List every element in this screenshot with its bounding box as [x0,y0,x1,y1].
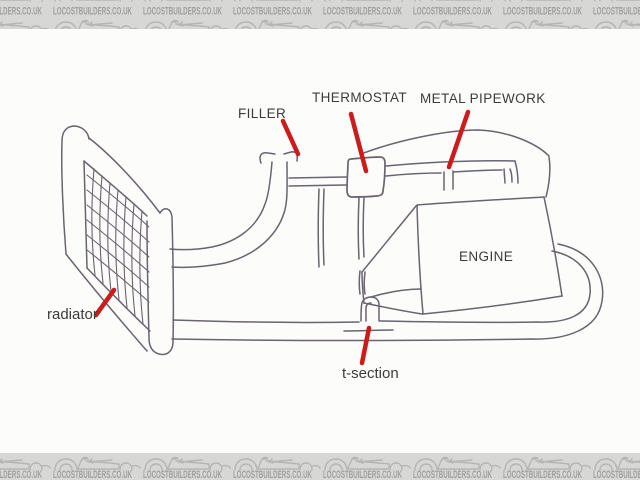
filler-label: FILLER [238,106,287,121]
watermark-text: LOCOSTBUILDERS.CO.UK [0,469,42,480]
watermark-text: LOCOSTBUILDERS.CO.UK [323,6,402,18]
metal-pipework-sketch [385,160,519,191]
t-section-sketch [360,288,422,322]
engine-label: ENGINE [459,249,514,264]
watermark-text: LOCOSTBUILDERS.CO.UK [593,469,640,480]
radiator-grid-line [139,210,144,325]
radiator-grid-line [86,189,150,243]
t-section-pointer-line [359,325,372,366]
radiator-grid-line [115,189,120,301]
watermark-text: LOCOSTBUILDERS.CO.UK [53,6,132,18]
radiator-grid-line [123,196,128,309]
radiator-label: radiator [47,306,98,323]
watermark-text: LOCOSTBUILDERS.CO.UK [53,469,132,480]
radiator-grid-line [86,219,150,273]
top-hose-sketch [169,161,288,269]
watermark-text: LOCOSTBUILDERS.CO.UK [233,6,312,18]
metal-pipework-pointer-line [446,109,471,170]
radiator-sketch [60,125,175,356]
engine-back-hoses-sketch [317,188,365,268]
radiator-core-grid [86,168,150,325]
watermark-band-top: LOCOSTBUILDERS.CO.UK LOCOSTBUILDERS.CO.UK… [0,0,640,29]
watermark-text: LOCOSTBUILDERS.CO.UK [233,469,312,480]
thermostat-pointer-line [348,111,369,174]
thermostat-label: THERMOSTAT [312,90,407,105]
watermark-text: LOCOSTBUILDERS.CO.UK [0,6,42,18]
watermark-text: LOCOSTBUILDERS.CO.UK [143,469,222,480]
thermostat-box [346,156,386,198]
engine-sketch [358,129,563,315]
filler-pointer-line [280,118,301,157]
watermark-text: LOCOSTBUILDERS.CO.UK [593,6,640,18]
radiator-grid-line [99,175,104,284]
watermark-text: LOCOSTBUILDERS.CO.UK [413,469,492,480]
metal-pipework-label: METAL PIPEWORK [420,91,546,106]
radiator-grid-line [86,234,150,288]
radiator-grid-line [131,203,136,317]
watermark-text: LOCOSTBUILDERS.CO.UK [143,6,222,18]
filler-neck-sketch [259,151,347,187]
radiator-pointer-line [93,287,117,318]
watermark-text: LOCOSTBUILDERS.CO.UK [503,469,582,480]
t-section-label: t-section [342,365,399,382]
watermark-text: LOCOSTBUILDERS.CO.UK [503,6,582,18]
radiator-grid-line [86,174,150,228]
radiator-grid-line [91,168,96,276]
radiator-grid-line [86,249,150,303]
watermark-text: LOCOSTBUILDERS.CO.UK [413,6,492,18]
radiator-grid-line [86,204,150,258]
watermark-text: LOCOSTBUILDERS.CO.UK [323,469,402,480]
watermark-band-bottom: LOCOSTBUILDERS.CO.UK LOCOSTBUILDERS.CO.UK… [0,453,640,480]
